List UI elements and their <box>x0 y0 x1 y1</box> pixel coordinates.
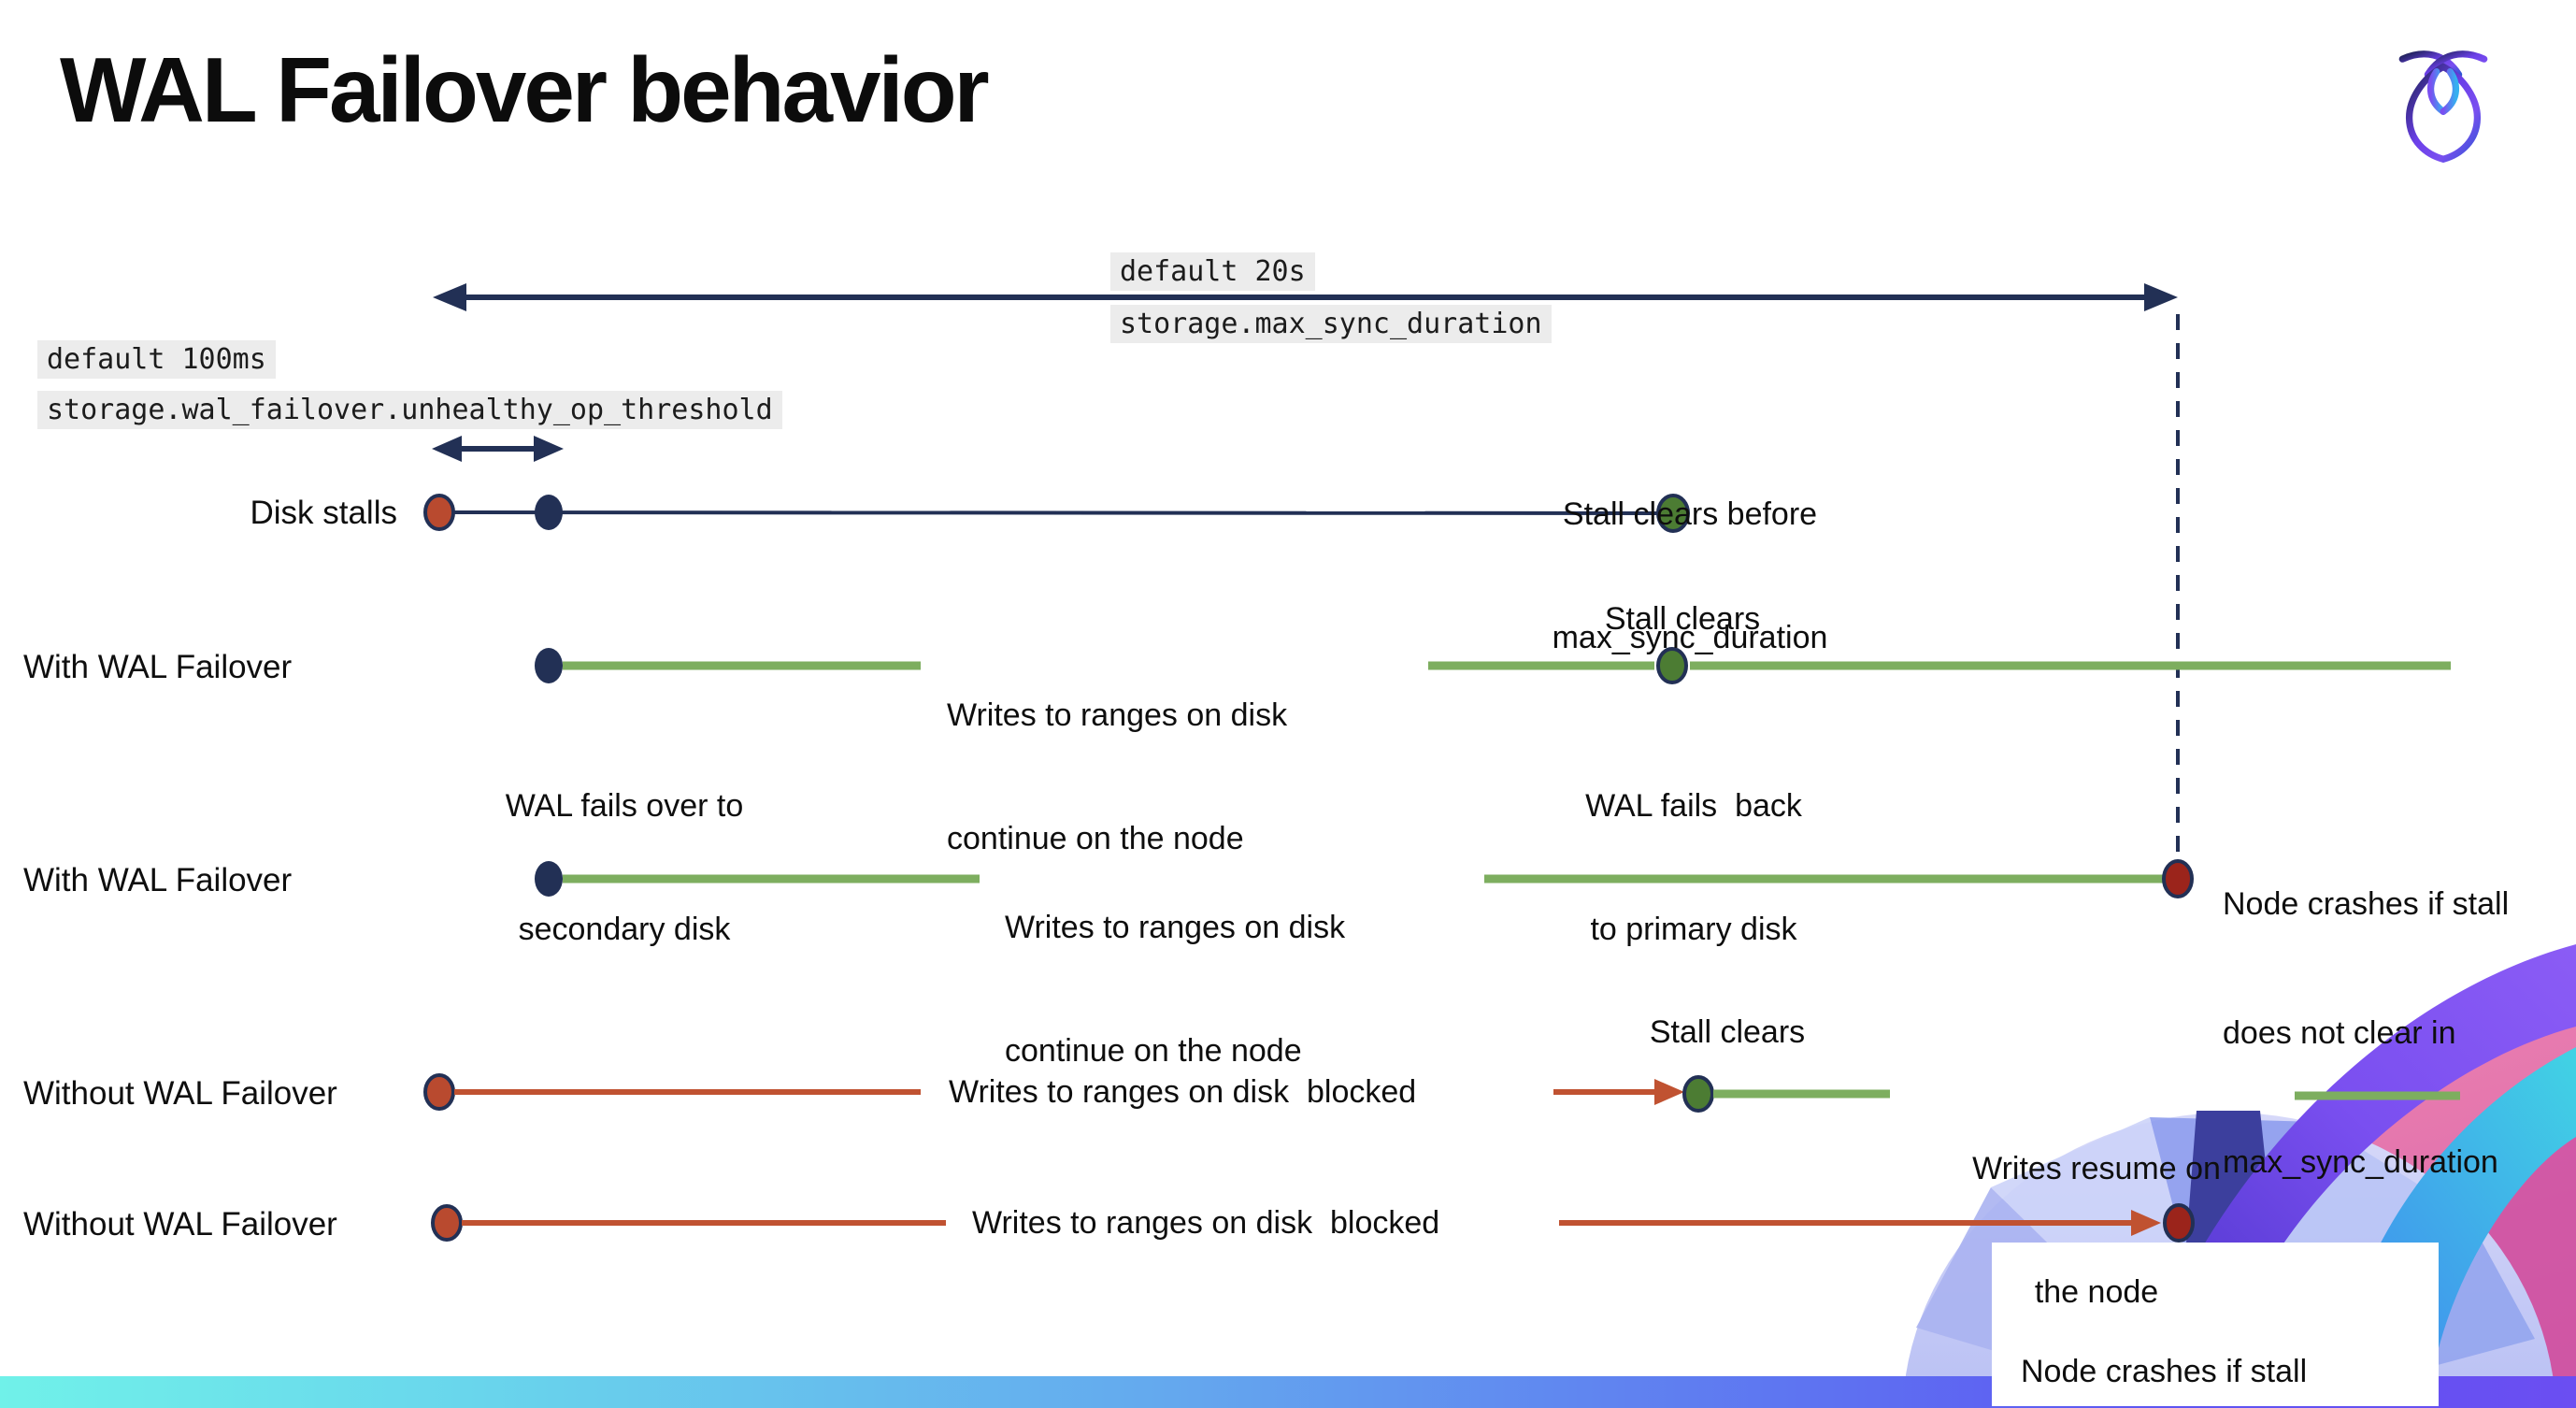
page-title: WAL Failover behavior <box>60 38 990 141</box>
stall-clears-dot <box>1656 647 1688 684</box>
annotation-line: Node crashes if stall <box>2021 1354 2308 1389</box>
annotation-line: the node <box>2034 1274 2159 1310</box>
annotation-writes-continue-2: Writes to ranges on disk continue on the… <box>1005 825 1345 1154</box>
annotation-line: to primary disk <box>1590 912 1797 947</box>
annotation-line: max_sync_duration <box>2223 1144 2498 1180</box>
annotation-line: Writes to ranges on disk <box>947 697 1288 733</box>
node-crash-callout-box <box>1992 1243 2439 1406</box>
annotation-stall-clears-before: Stall clears before max_sync_duration <box>1553 411 1828 740</box>
annotation-line: continue on the node <box>947 821 1244 856</box>
annotation-line: Node crashes if stall <box>2223 886 2510 922</box>
annotation-line: WAL fails over to <box>505 788 744 824</box>
annotation-writes-blocked-1: Writes to ranges on disk blocked <box>949 1074 1417 1110</box>
annotation-line: Writes to ranges on disk <box>1005 910 1346 945</box>
row-label-without-wal-failover-1: Without WAL Failover <box>23 1075 337 1112</box>
unhealthy-op-threshold-arrow <box>432 436 564 462</box>
annotation-writes-continue-1: Writes to ranges on disk continue on the… <box>947 612 1287 941</box>
annotation-wal-fails-back: WAL fails back to primary disk <box>1585 703 1802 1032</box>
timeline-with-wal-failover-2 <box>535 859 2194 898</box>
timeline-without-wal-failover-1 <box>423 1073 2460 1113</box>
annotation-line: Writes resume on <box>1972 1151 2221 1186</box>
row-label-with-wal-failover-2: With WAL Failover <box>23 862 293 898</box>
row-label-without-wal-failover-2: Without WAL Failover <box>23 1206 337 1243</box>
threshold-setting-label: storage.wal_failover.unhealthy_op_thresh… <box>37 391 782 429</box>
node-crash-dot <box>2163 1203 2195 1243</box>
stall-clears-dot <box>1656 494 1690 533</box>
failover-dot <box>535 648 563 683</box>
max-sync-default-label: default 20s <box>1110 252 1315 291</box>
max-sync-setting-label: storage.max_sync_duration <box>1110 305 1552 343</box>
annotation-stall-clears-row2: Stall clears <box>1604 601 1761 637</box>
annotation-line: Stall clears before <box>1562 496 1818 532</box>
cockroachdb-logo-icon <box>2398 50 2488 163</box>
stall-start-dot <box>423 1073 455 1111</box>
stall-clears-dot <box>1682 1075 1714 1113</box>
timeline-without-wal-failover-2 <box>431 1203 2195 1243</box>
annotation-stall-clears-row4: Stall clears <box>1649 1014 1806 1050</box>
annotation-line: secondary disk <box>518 912 731 947</box>
annotation-line: max_sync_duration <box>1552 620 1828 655</box>
failover-dot <box>535 861 563 897</box>
row-label-disk-stalls: Disk stalls <box>250 495 397 531</box>
node-crash-dot <box>2162 859 2194 898</box>
timeline-with-wal-failover-1 <box>535 647 2451 684</box>
annotation-line: does not clear in <box>2223 1015 2456 1051</box>
annotation-line: WAL fails back <box>1585 788 1802 824</box>
annotation-writes-blocked-2: Writes to ranges on disk blocked <box>972 1205 1440 1241</box>
annotation-node-crashes-row5: Node crashes if stall does not clear in … <box>2021 1264 2307 1408</box>
max-sync-duration-arrow <box>433 283 2178 311</box>
annotation-node-crashes-row3: Node crashes if stall does not clear in … <box>2223 797 2509 1270</box>
annotation-line: continue on the node <box>1005 1033 1302 1069</box>
threshold-dot <box>535 495 563 530</box>
threshold-default-label: default 100ms <box>37 340 276 379</box>
row-label-with-wal-failover-1: With WAL Failover <box>23 649 293 685</box>
annotation-wal-fails-over: WAL fails over to secondary disk <box>506 703 743 1032</box>
timeline-disk-stalls <box>423 494 1690 533</box>
stall-start-dot <box>423 494 455 531</box>
annotation-writes-resume: Writes resume on the node <box>1972 1066 2221 1395</box>
stall-start-dot <box>431 1204 463 1242</box>
